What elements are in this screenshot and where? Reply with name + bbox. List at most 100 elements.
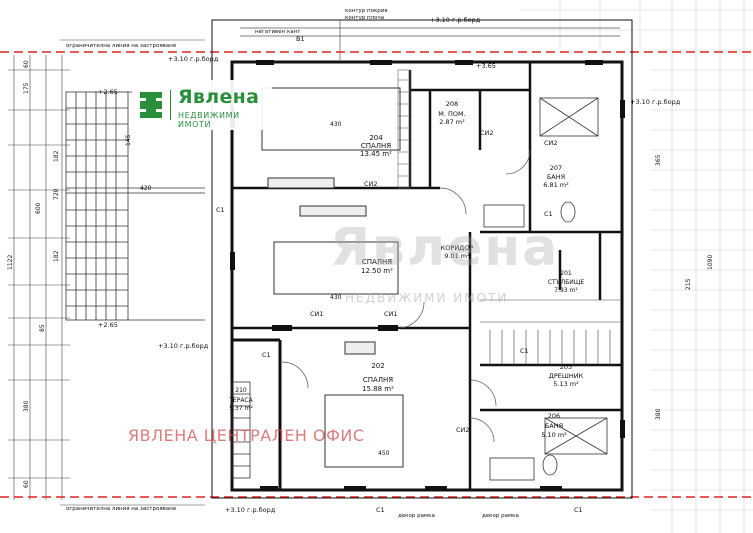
dim-430-mid: 430: [330, 294, 342, 301]
room-area: 5.13 m²: [553, 380, 579, 388]
room-206: 206 БАНЯ 5.10 m²: [541, 412, 567, 439]
watermark-name: Явлена: [330, 218, 560, 278]
room-number: 201: [560, 270, 572, 277]
brand-name: Явлена: [178, 86, 260, 108]
room-name: ДРЕШНИК: [549, 372, 584, 380]
note-building-line-bottom: ограничителна линия на застрояване: [66, 506, 177, 512]
stair-treads: [480, 299, 620, 365]
room-corridor: КОРИДОР 9.01 m²: [441, 244, 474, 260]
room-area: 9.01 m²: [444, 252, 470, 260]
note-decor-frame-left: декор рамка: [398, 513, 435, 519]
room-area: 12.50 m²: [361, 267, 393, 275]
door-swings: [281, 149, 531, 443]
tag-ci2-b: СИ2: [456, 426, 470, 434]
dim-175: 175: [23, 82, 30, 94]
room-number: 202: [371, 362, 384, 370]
room-bedroom-middle: СПАЛНЯ 12.50 m²: [361, 258, 393, 275]
room-name: БАНЯ: [547, 173, 565, 181]
room-area: 5.10 m²: [541, 431, 567, 439]
tag-c1-e: С1: [544, 210, 553, 218]
room-207: 207 БАНЯ 6.81 m²: [543, 164, 569, 189]
level-terrace-top: +2.65: [98, 88, 118, 96]
level-right: +3.10 г.р.борд: [630, 98, 681, 106]
dim-215: 215: [685, 278, 692, 290]
tag-c1-f: С1: [520, 347, 529, 355]
note-building-line-top: ограничителна линия на застрояване: [66, 43, 177, 49]
top-hatch-grid: [520, 0, 753, 48]
tag-b1: В1: [296, 35, 305, 43]
window-marks: [230, 60, 625, 491]
brand-subtitle: НЕДВИЖИМИ ИМОТИ: [178, 111, 240, 129]
brand-logo: Явлена НЕДВИЖИМИ ИМОТИ: [132, 80, 272, 130]
room-area: 2.87 m²: [439, 118, 465, 126]
level-top: +3.10 г.р.борд: [430, 16, 481, 24]
room-number: 207: [550, 164, 562, 172]
dim-380-left: 380: [23, 400, 30, 412]
level-top-left: +3.10 г.р.борд: [168, 55, 219, 63]
room-area: 15.88 m²: [362, 385, 394, 393]
watermark-subtitle: НЕДВИЖИМИ ИМОТИ: [345, 291, 509, 305]
dim-182-a: 182: [53, 150, 60, 162]
room-201: 201 СТЪЛБИЩЕ 7.93 m²: [548, 270, 585, 294]
brand-mark-icon: [140, 92, 162, 118]
dim-720: 720: [53, 188, 60, 200]
room-area: 5.37 m²: [229, 405, 253, 412]
left-dimension-lines: [8, 55, 70, 500]
room-number: 204: [369, 134, 383, 142]
room-number: 203: [560, 363, 572, 371]
note-neg-channel: негативен кант: [255, 29, 301, 35]
small-terrace: [231, 381, 251, 479]
tag-c1-b: С1: [262, 351, 271, 359]
dim-1122: 1122: [7, 255, 14, 270]
note-roof-contour: контур покрив: [345, 8, 388, 14]
room-area: 7.93 m²: [554, 287, 578, 294]
tag-ci2-a: СИ2: [364, 180, 378, 188]
room-name: М. ПОМ.: [438, 110, 465, 118]
dim-60-a: 60: [23, 60, 30, 68]
room-203: 203 ДРЕШНИК 5.13 m²: [549, 363, 584, 388]
note-decor-frame-right: декор рамка: [482, 513, 519, 519]
dim-145: 145: [125, 134, 132, 146]
dim-60-b: 60: [23, 480, 30, 488]
dim-600: 600: [35, 202, 42, 214]
tag-ci1-b: СИ1: [384, 310, 398, 318]
dim-430-top: 430: [330, 121, 342, 128]
terrace-pergola: [65, 91, 205, 321]
room-number: 208: [446, 100, 458, 108]
room-area: 13.45 m²: [360, 150, 392, 158]
room-204: 204 СПАЛНЯ 13.45 m²: [360, 134, 392, 158]
room-name: СПАЛНЯ: [362, 258, 392, 266]
dim-365: 365: [655, 154, 662, 166]
room-number: 206: [548, 412, 560, 420]
note-slab-contour: контур плоча: [345, 15, 384, 21]
right-hatch-grid: [650, 0, 753, 533]
brand-divider: [170, 90, 171, 120]
room-210: 210 ТЕРАСА 5.37 m²: [228, 387, 253, 412]
interior-walls: [232, 62, 622, 490]
dim-420: 420: [140, 185, 152, 192]
room-name: БАНЯ: [545, 422, 563, 430]
level-bottom: +3.10 г.р.борд: [225, 506, 276, 514]
tag-c1-c: С1: [376, 506, 385, 514]
level-mid-left: +3.10 г.р.борд: [158, 342, 209, 350]
room-name: СПАЛНЯ: [361, 142, 391, 150]
room-208: 208 М. ПОМ. 2.87 m²: [438, 100, 465, 126]
tag-c1-d: С1: [574, 506, 583, 514]
room-number: 210: [235, 387, 247, 394]
room-name: СТЪЛБИЩЕ: [548, 279, 585, 286]
dim-450: 450: [378, 450, 390, 457]
tag-ci2-d: СИ2: [544, 139, 558, 147]
contour-lines: [240, 20, 620, 62]
dim-1090: 1090: [707, 255, 714, 270]
level-terrace-bottom: +2.65: [98, 321, 118, 329]
top-dimension-lines: [60, 39, 205, 506]
room-area: 6.81 m²: [543, 181, 569, 189]
watermark-office: ЯВЛЕНА ЦЕНТРАЛЕН ОФИС: [128, 426, 365, 445]
beds: [261, 87, 404, 468]
wet-fixtures: [483, 97, 608, 481]
tag-ci1-a: СИ1: [310, 310, 324, 318]
room-name: СПАЛНЯ: [363, 376, 393, 384]
room-name: КОРИДОР: [441, 244, 474, 252]
tag-c1-a: С1: [216, 206, 225, 214]
